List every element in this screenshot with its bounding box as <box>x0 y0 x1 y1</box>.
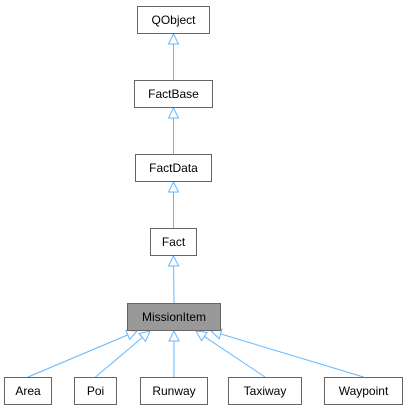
edge-area-to-missionitem <box>27 334 128 378</box>
node-poi[interactable]: Poi <box>74 377 117 405</box>
arrowhead-taxiway-to-missionitem <box>195 330 208 342</box>
arrowhead-runway-to-missionitem <box>168 329 180 342</box>
node-factdata[interactable]: FactData <box>135 154 212 182</box>
edge-poi-to-missionitem <box>95 337 143 378</box>
arrowhead-fact-to-factdata <box>167 180 180 193</box>
node-factbase[interactable]: FactBase <box>134 80 213 108</box>
arrowhead-missionitem-to-fact <box>167 254 180 267</box>
node-taxiway[interactable]: Taxiway <box>228 377 302 405</box>
node-waypoint[interactable]: Waypoint <box>324 377 403 405</box>
arrowhead-area-to-missionitem <box>125 329 139 341</box>
node-qobject[interactable]: QObject <box>137 6 210 34</box>
node-missionitem: MissionItem <box>127 303 221 331</box>
node-runway[interactable]: Runway <box>140 377 208 405</box>
node-fact[interactable]: Fact <box>150 228 197 256</box>
edge-taxiway-to-missionitem <box>204 336 266 378</box>
arrowhead-poi-to-missionitem <box>138 330 151 343</box>
edge-waypoint-to-missionitem <box>220 333 364 378</box>
arrowhead-factbase-to-qobject <box>167 32 180 45</box>
arrowhead-factdata-to-factbase <box>167 106 180 119</box>
node-area[interactable]: Area <box>4 377 52 405</box>
